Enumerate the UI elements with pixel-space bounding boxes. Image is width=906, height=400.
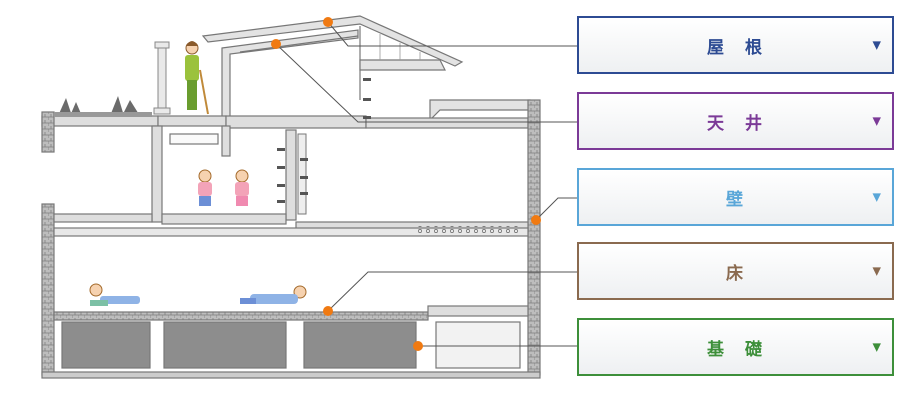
chevron-down-icon: ▼ bbox=[872, 340, 881, 354]
leader-lines bbox=[275, 21, 577, 347]
building-walls bbox=[41, 99, 541, 379]
column-icon bbox=[153, 41, 171, 115]
marker-roof bbox=[323, 17, 333, 27]
floor-label: 床 bbox=[726, 263, 745, 284]
marker-wall bbox=[531, 215, 541, 225]
two-children-figures bbox=[198, 169, 249, 206]
wall-label: 壁 bbox=[726, 189, 745, 210]
marker-ceiling bbox=[271, 39, 281, 49]
chevron-down-icon: ▼ bbox=[872, 264, 881, 278]
foundation-label: 基 礎 bbox=[707, 339, 764, 360]
woman-figure bbox=[185, 41, 209, 115]
position-markers bbox=[271, 17, 541, 351]
ladder-structure bbox=[277, 78, 371, 215]
floor-button[interactable]: 床 ▼ bbox=[577, 242, 894, 300]
marker-foundation bbox=[413, 341, 423, 351]
marker-floor bbox=[323, 306, 333, 316]
ceiling-label: 天 井 bbox=[707, 113, 764, 134]
ceiling-button[interactable]: 天 井 ▼ bbox=[577, 92, 894, 150]
plants-icon bbox=[54, 96, 152, 117]
roof-button[interactable]: 屋 根 ▼ bbox=[577, 16, 894, 74]
chevron-down-icon: ▼ bbox=[872, 190, 881, 204]
chevron-down-icon: ▼ bbox=[872, 114, 881, 128]
roof-label: 屋 根 bbox=[707, 37, 764, 58]
foundation-button[interactable]: 基 礎 ▼ bbox=[577, 318, 894, 376]
wall-button[interactable]: 壁 ▼ bbox=[577, 168, 894, 226]
roof-structure bbox=[201, 15, 531, 122]
two-lying-people-figures bbox=[89, 283, 307, 306]
chevron-down-icon: ▼ bbox=[872, 38, 881, 52]
